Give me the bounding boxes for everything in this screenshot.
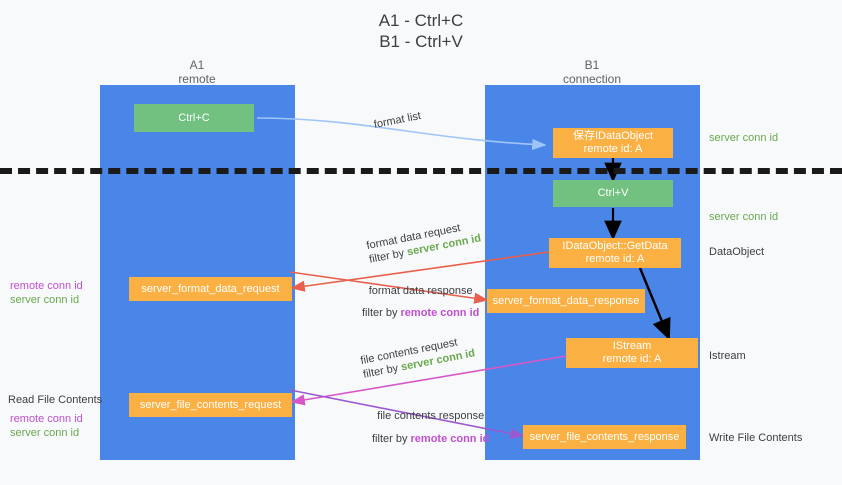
lane-a1-role: remote (178, 72, 216, 86)
caption-remote-conn-id-2: remote conn id (10, 413, 83, 425)
lane-a1-name: A1 (189, 58, 205, 72)
label-format-list: format list (373, 109, 422, 132)
box-ctrl-v[interactable]: Ctrl+V (553, 180, 673, 207)
lane-b1-name: B1 (584, 58, 600, 72)
box-ctrl-v-label: Ctrl+V (597, 187, 629, 199)
label-format-data-request: format data request filter by server con… (365, 218, 483, 267)
label-format-data-response: format data response filter by remote co… (362, 284, 479, 320)
caption-server-conn-id-mid: server conn id (709, 211, 779, 223)
filter-key-remote-conn-id: remote conn id (410, 433, 490, 445)
box-istream[interactable]: IStream remote id: A (566, 338, 698, 368)
box-server-format-data-request[interactable]: server_format_data_request (129, 277, 292, 301)
caption-istream: Istream (709, 350, 746, 362)
caption-group-conn-ids-2: remote conn id server conn id (10, 412, 83, 440)
phase-divider (0, 168, 842, 174)
box-server-format-data-response[interactable]: server_format_data_response (487, 289, 645, 313)
label-file-contents-response: file contents response filter by remote … (372, 409, 489, 446)
box-server-format-data-response-label: server_format_data_response (492, 294, 640, 307)
filter-prefix: filter by (372, 433, 411, 445)
filter-key-remote-conn-id: remote conn id (400, 307, 480, 319)
box-server-file-contents-request[interactable]: server_file_contents_request (129, 393, 292, 417)
box-idataobject[interactable]: 保存IDataObject remote id: A (553, 128, 673, 158)
caption-server-conn-id-1: server conn id (10, 294, 80, 306)
box-idataobject-getdata[interactable]: IDataObject::GetData remote id: A (549, 238, 681, 268)
lane-b1-role: connection (562, 72, 622, 86)
box-server-file-contents-request-label: server_file_contents_request (139, 398, 282, 411)
box-idataobject-line2: remote id: A (583, 143, 643, 155)
box-getdata-line2: remote id: A (585, 253, 645, 265)
box-server-format-data-request-label: server_format_data_request (141, 282, 280, 295)
label-file-contents-response-filter: filter by remote conn id (372, 432, 489, 446)
label-file-contents-response-text: file contents response (377, 410, 485, 422)
lane-header-a1: A1 remote (137, 58, 257, 86)
title-line-1: A1 - Ctrl+C (378, 11, 464, 30)
label-file-contents-request: file contents request filter by server c… (359, 333, 477, 382)
filter-prefix: filter by (362, 307, 401, 319)
caption-dataobject: DataObject (709, 246, 765, 258)
box-ctrl-c-label: Ctrl+C (178, 111, 210, 124)
box-getdata-line1: IDataObject::GetData (562, 240, 668, 252)
caption-server-conn-id-2: server conn id (10, 427, 80, 439)
label-format-data-response-filter: filter by remote conn id (362, 306, 479, 320)
caption-group-conn-ids-1: remote conn id server conn id (10, 279, 83, 307)
caption-write-file-contents: Write File Contents (709, 432, 803, 444)
box-istream-line1: IStream (612, 340, 652, 352)
diagram-title: A1 - Ctrl+C B1 - Ctrl+V (0, 10, 842, 52)
box-ctrl-c[interactable]: Ctrl+C (134, 104, 254, 132)
caption-server-conn-id-top: server conn id (709, 132, 779, 144)
caption-read-file-contents: Read File Contents (8, 394, 103, 406)
box-server-file-contents-response-label: server_file_contents_response (529, 430, 680, 443)
box-idataobject-line1: 保存IDataObject (572, 130, 654, 142)
caption-remote-conn-id-1: remote conn id (10, 280, 83, 292)
label-format-data-response-text: format data response (368, 285, 473, 297)
label-format-list-text: format list (372, 110, 422, 131)
box-istream-line2: remote id: A (602, 353, 662, 365)
box-server-file-contents-response[interactable]: server_file_contents_response (523, 425, 686, 449)
lane-header-b1: B1 connection (532, 58, 652, 86)
title-line-2: B1 - Ctrl+V (379, 32, 463, 51)
